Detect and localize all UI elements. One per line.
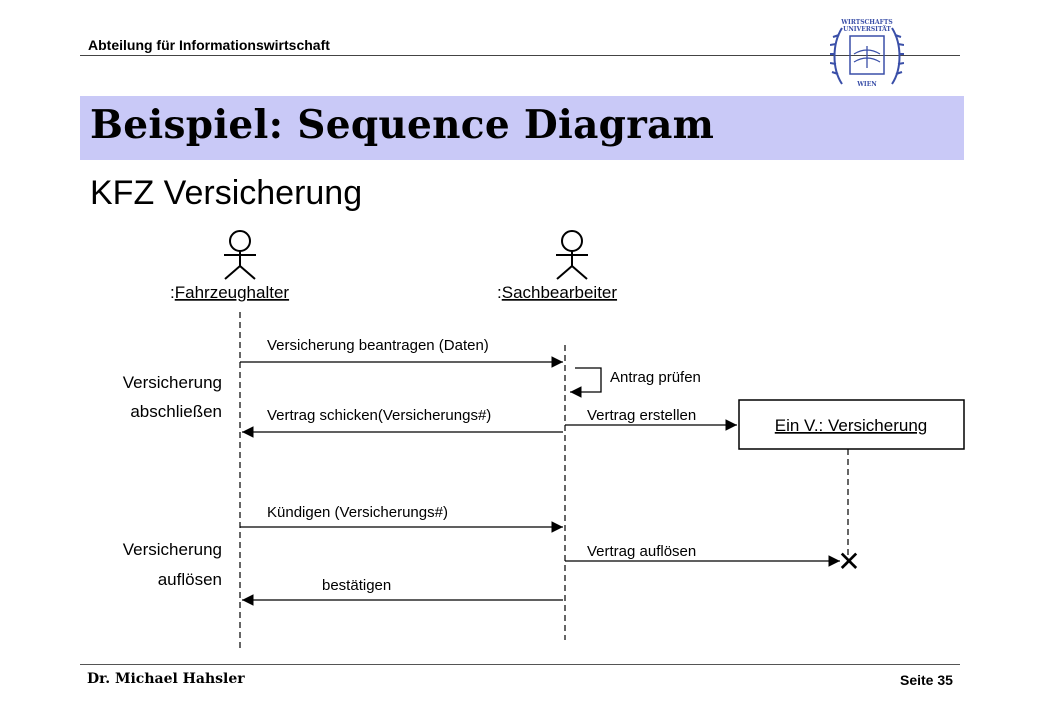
message-label: bestätigen [322,577,391,594]
logo-text-3: WIEN [856,81,877,88]
stick-figure-icon [224,230,256,280]
actor-name-fahrzeughalter: Fahrzeughalter [175,283,290,302]
message-antrag-pruefen: Antrag prüfen [570,367,701,398]
page-number: Seite 35 [900,672,953,688]
message-bestaetigen: bestätigen [242,577,563,606]
actor-prefix-2: : [497,283,502,302]
footer-rule [80,664,960,665]
actor-sachbearbeiter: :Sachbearbeiter [497,230,617,302]
stick-figure-icon [556,230,588,280]
message-vertrag-schicken: Vertrag schicken(Versicherungs#) [242,407,563,438]
actor-prefix-1: : [170,283,175,302]
message-label: Antrag prüfen [610,369,701,386]
object-label: Ein V.: Versicherung [775,416,927,435]
message-label: Vertrag erstellen [587,407,696,424]
phase-1-line-1: Versicherung [123,373,222,392]
phase-2-line-1: Versicherung [123,540,222,559]
footer-author: Dr. Michael Hahsler [87,671,245,687]
phase-1-line-2: abschließen [130,402,222,421]
university-seal-icon: WIRTSCHAFTS UNIVERSITÄT WIEN [830,19,904,88]
department-header: Abteilung für Informationswirtschaft [88,37,330,53]
logo-text-2: UNIVERSITÄT [843,26,891,33]
slide-subtitle: KFZ Versicherung [90,174,363,212]
message-vertrag-aufloesen: Vertrag auflösen [565,543,840,567]
header-rule [80,55,960,56]
logo-text-1: WIRTSCHAFTS [840,19,892,26]
message-versicherung-beantragen: Versicherung beantragen (Daten) [240,337,563,368]
object-versicherung: Ein V.: Versicherung [738,399,965,450]
actor-fahrzeughalter: :Fahrzeughalter [170,230,289,302]
message-vertrag-erstellen: Vertrag erstellen [565,407,737,431]
message-label: Versicherung beantragen (Daten) [267,337,489,354]
message-label: Kündigen (Versicherungs#) [267,504,448,521]
title-band [80,96,964,160]
message-label: Vertrag schicken(Versicherungs#) [267,407,491,424]
destruction-mark-icon: ✕ [837,545,860,578]
slide-title: Beispiel: Sequence Diagram [90,102,715,148]
message-kuendigen: Kündigen (Versicherungs#) [240,504,563,533]
svg-text::Sachbearbeiter: :Sachbearbeiter [497,283,617,302]
message-label: Vertrag auflösen [587,543,696,560]
phase-2-line-2: auflösen [158,570,222,589]
actor-name-sachbearbeiter: Sachbearbeiter [502,283,618,302]
svg-text::Fahrzeughalter: :Fahrzeughalter [170,283,289,302]
